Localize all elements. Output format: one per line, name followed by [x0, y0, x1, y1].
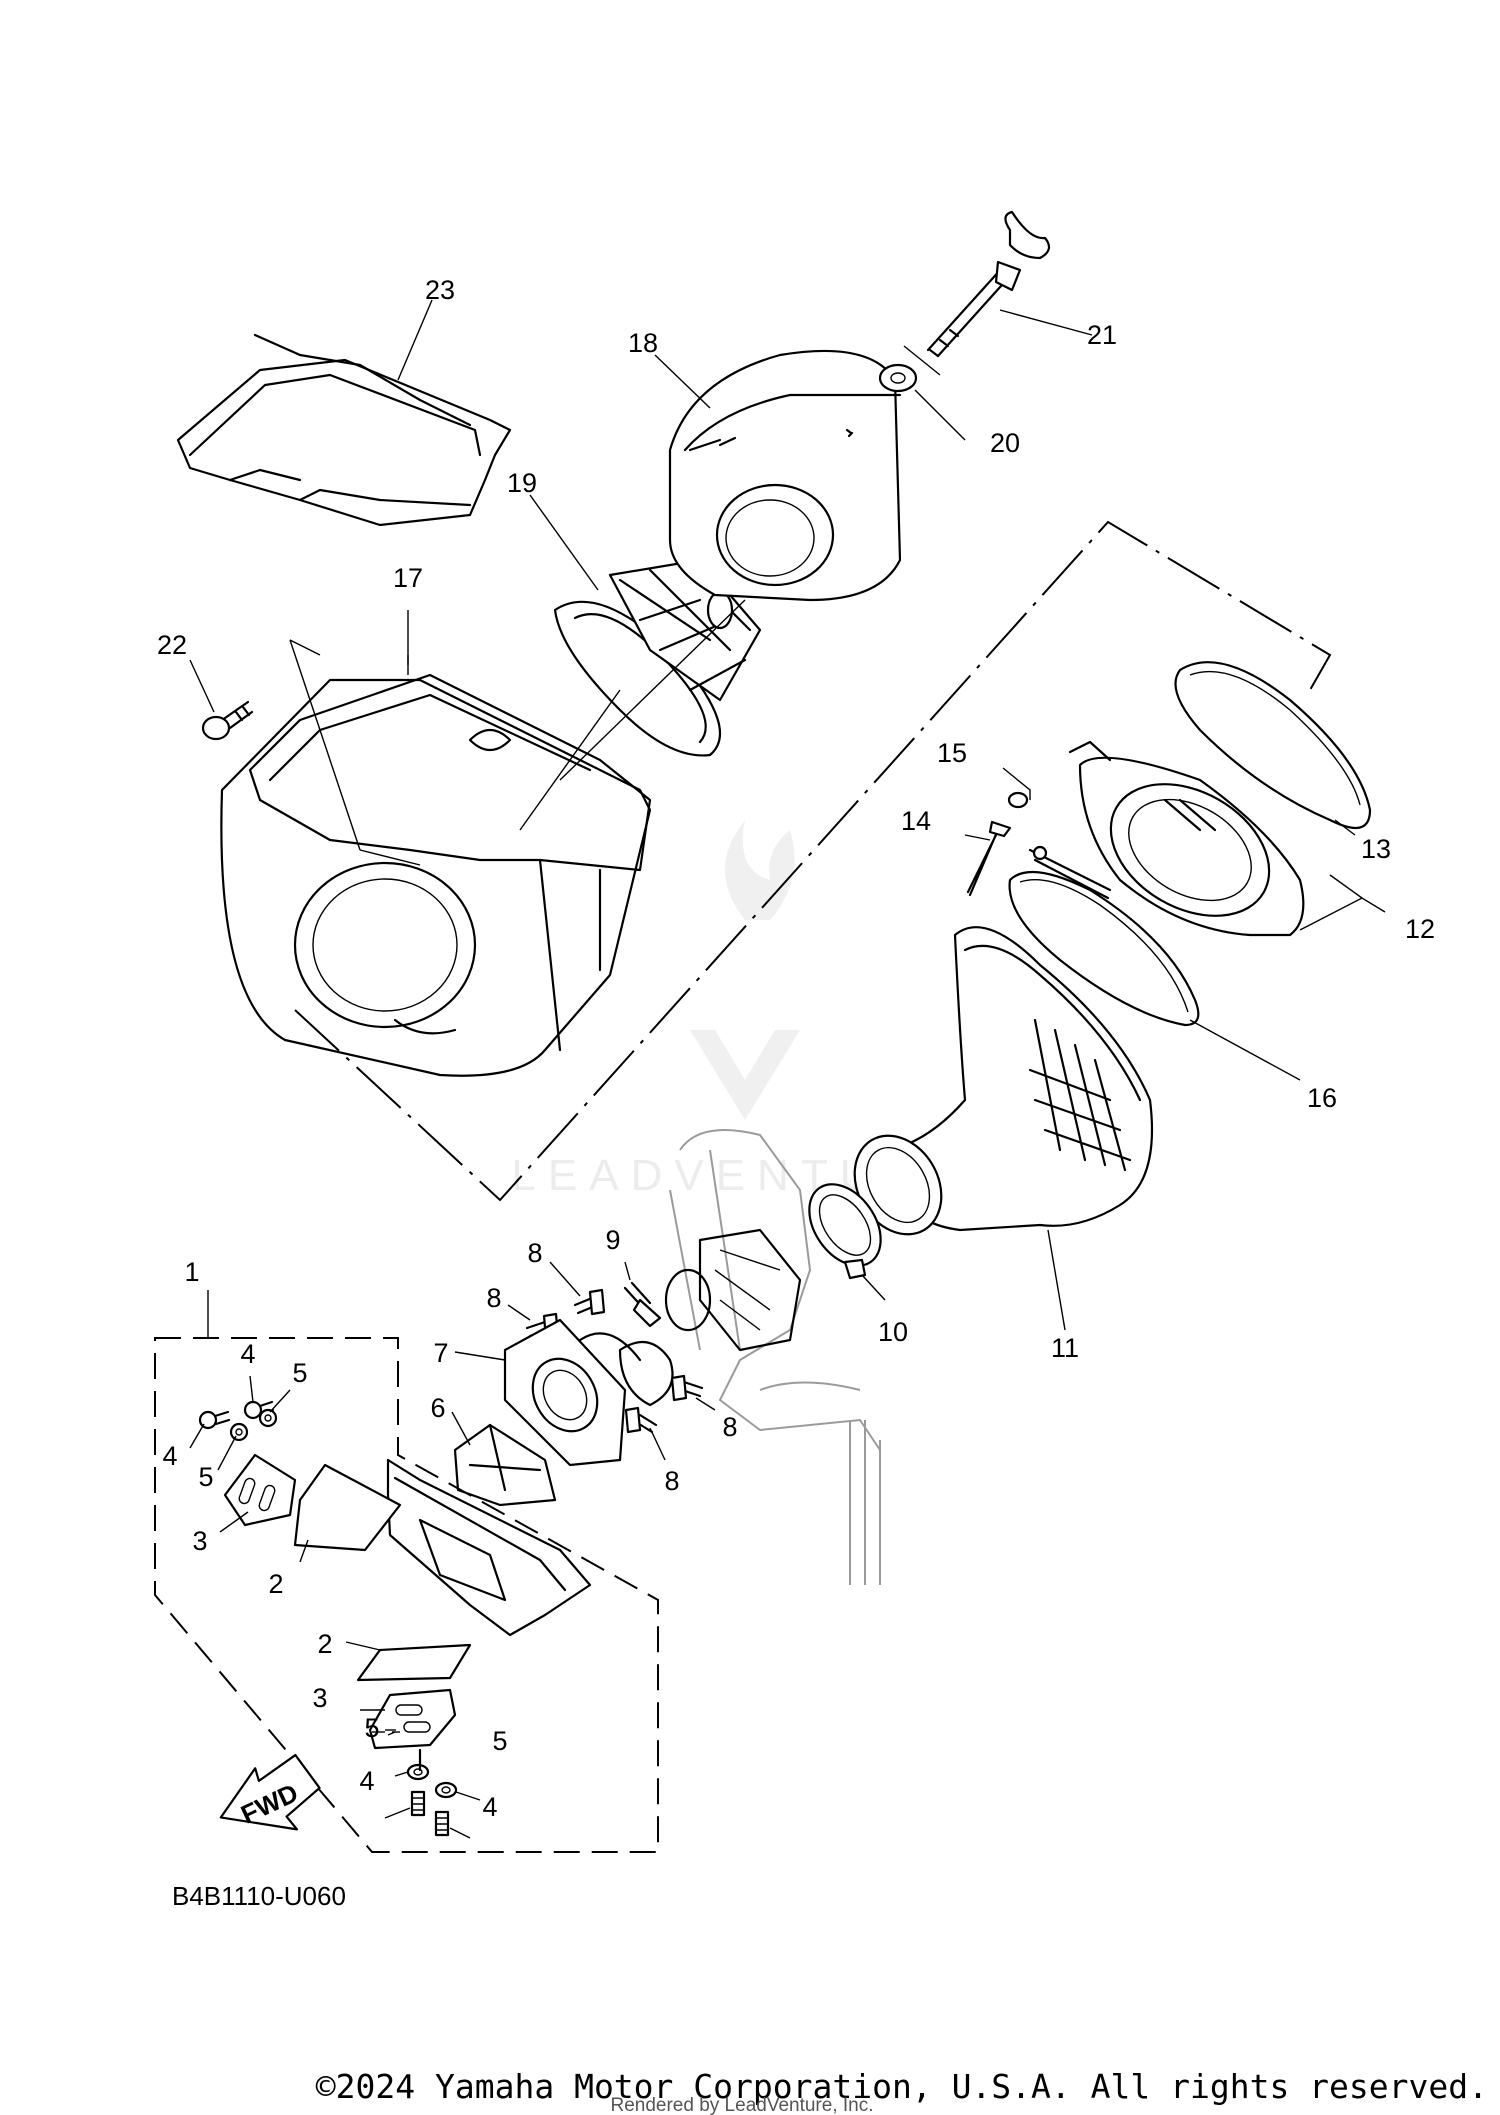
wing-bolt-21[interactable] — [926, 210, 1051, 358]
intake-flange-12[interactable] — [1068, 740, 1305, 943]
reed-valve-6[interactable] — [453, 1423, 557, 1507]
carburetor-reference — [664, 1129, 881, 1585]
washer-5d[interactable] — [434, 1781, 458, 1799]
callout-3b[interactable]: 3 — [312, 1683, 327, 1713]
reed-petal-2b[interactable] — [356, 1643, 472, 1682]
screw-9[interactable] — [623, 1281, 662, 1328]
callout-8c[interactable]: 8 — [722, 1412, 737, 1442]
air-box-17[interactable] — [220, 673, 652, 1077]
air-box-cover-23[interactable] — [176, 333, 512, 527]
callout-4c[interactable]: 4 — [359, 1766, 374, 1796]
callout-20[interactable]: 20 — [990, 428, 1020, 458]
callout-16[interactable]: 16 — [1307, 1083, 1337, 1113]
copyright-text: ©2024 Yamaha Motor Corporation, U.S.A. A… — [316, 2067, 1488, 2106]
reed-stopper-3a[interactable] — [223, 1453, 297, 1527]
callout-13[interactable]: 13 — [1361, 834, 1391, 864]
callout-17[interactable]: 17 — [393, 563, 423, 593]
callout-22[interactable]: 22 — [157, 630, 187, 660]
callout-6[interactable]: 6 — [430, 1393, 445, 1423]
callout-5b[interactable]: 5 — [198, 1462, 213, 1492]
callout-15[interactable]: 15 — [937, 738, 967, 768]
callout-5d[interactable]: 5 — [492, 1726, 507, 1756]
callout-7[interactable]: 7 — [433, 1338, 448, 1368]
washer-5a[interactable] — [258, 1408, 278, 1428]
rivet-14[interactable] — [966, 820, 1012, 897]
callout-21[interactable]: 21 — [1087, 320, 1117, 350]
callout-12[interactable]: 12 — [1405, 914, 1435, 944]
fwd-arrow-icon: FWD — [219, 1753, 321, 1831]
callout-23[interactable]: 23 — [425, 275, 455, 305]
callout-5c[interactable]: 5 — [364, 1713, 379, 1743]
rendered-by-text: Rendered by LeadVenture, Inc. — [610, 2095, 873, 2115]
filter-element-18[interactable] — [668, 349, 902, 602]
manifold-clamp[interactable] — [618, 1340, 674, 1407]
callout-8b[interactable]: 8 — [486, 1283, 501, 1313]
washer-5c[interactable] — [406, 1763, 430, 1781]
callout-5a[interactable]: 5 — [292, 1358, 307, 1388]
callout-8d[interactable]: 8 — [664, 1466, 679, 1496]
o-ring-13[interactable] — [1174, 661, 1372, 830]
callout-18[interactable]: 18 — [628, 328, 658, 358]
callout-14[interactable]: 14 — [901, 806, 931, 836]
intake-manifold-7[interactable] — [503, 1318, 642, 1467]
screw-8d[interactable] — [624, 1406, 658, 1434]
watermark-logo — [690, 820, 800, 1120]
callout-8a[interactable]: 8 — [527, 1238, 542, 1268]
callout-labels: 23 18 21 20 19 17 22 15 14 13 12 16 11 1… — [157, 275, 1435, 1822]
callout-4b[interactable]: 4 — [162, 1441, 177, 1471]
screw-4b[interactable] — [198, 1410, 231, 1430]
callout-3a[interactable]: 3 — [192, 1526, 207, 1556]
screw-8c[interactable] — [670, 1374, 704, 1402]
reed-valve-group-box — [154, 1337, 659, 1853]
callout-10[interactable]: 10 — [878, 1317, 908, 1347]
callout-1[interactable]: 1 — [184, 1257, 199, 1287]
nut-15[interactable] — [1007, 791, 1029, 809]
bolt-22[interactable] — [201, 700, 254, 741]
callout-11[interactable]: 11 — [1051, 1333, 1079, 1363]
reed-petal-2a[interactable] — [293, 1463, 402, 1552]
leader-lines — [189, 299, 1386, 1839]
screw-4d[interactable] — [434, 1810, 450, 1837]
reed-stopper-3b[interactable] — [368, 1688, 457, 1750]
assembly-group-line — [294, 520, 1332, 1202]
screw-8a[interactable] — [573, 1288, 606, 1316]
callout-2b[interactable]: 2 — [317, 1629, 332, 1659]
washer-5b[interactable] — [229, 1422, 249, 1442]
callout-4d[interactable]: 4 — [482, 1792, 497, 1822]
callout-2a[interactable]: 2 — [268, 1569, 283, 1599]
diagram-code: B4B1110-U060 — [172, 1881, 346, 1911]
callout-4a[interactable]: 4 — [240, 1339, 255, 1369]
callout-19[interactable]: 19 — [507, 468, 537, 498]
clamp-10[interactable] — [795, 1171, 896, 1280]
screw-4c[interactable] — [410, 1748, 426, 1817]
intake-boot-11[interactable] — [837, 926, 1154, 1250]
band-clamp-16[interactable] — [1008, 845, 1200, 1027]
washer-20[interactable] — [878, 363, 918, 393]
callout-9[interactable]: 9 — [605, 1225, 620, 1255]
